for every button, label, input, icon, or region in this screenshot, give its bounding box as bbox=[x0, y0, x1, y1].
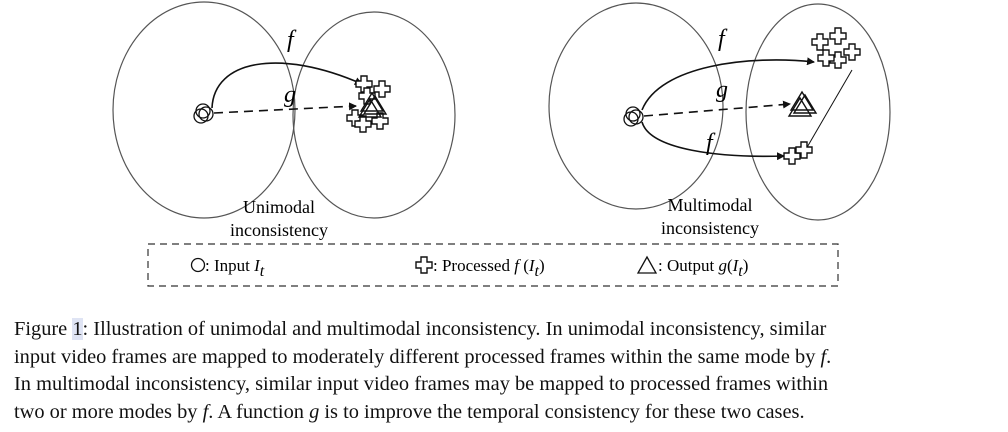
caption-line-2: input video frames are mapped to moderat… bbox=[14, 345, 832, 368]
f-label: f bbox=[287, 27, 297, 53]
multimodal-panel: f g f Multimodal inconsistency bbox=[548, 2, 891, 238]
mode-ellipse-output bbox=[292, 11, 456, 219]
legend-output: : Output g(It) bbox=[658, 256, 748, 280]
caption-line-4: two or more modes by f. A function g is … bbox=[14, 400, 805, 423]
caption-line-3: In multimodal inconsistency, similar inp… bbox=[14, 373, 829, 395]
g-label: g bbox=[284, 82, 296, 108]
figure-caption: Figure 1: Illustration of unimodal and m… bbox=[14, 316, 1006, 426]
panel-caption-line2: inconsistency bbox=[230, 220, 328, 240]
f-mapping-arrow-bottom bbox=[641, 121, 785, 161]
f-mapping-arrow-top bbox=[641, 57, 815, 111]
triangle-icon bbox=[636, 255, 658, 274]
g-label: g bbox=[716, 77, 728, 103]
g-mapping-arrow bbox=[213, 102, 357, 114]
processed-frames-mode-a bbox=[811, 27, 861, 69]
legend-processed: : Processed f (It) bbox=[433, 256, 545, 280]
f-label-top: f bbox=[718, 26, 728, 52]
unimodal-panel: f g Unimodal inconsistency bbox=[112, 1, 456, 240]
f-label-bottom: f bbox=[706, 130, 716, 156]
input-frames bbox=[623, 106, 644, 127]
panel-caption-line2: inconsistency bbox=[661, 218, 759, 238]
mode-ellipse-input bbox=[112, 1, 296, 219]
figure-number-link[interactable]: 1 bbox=[72, 318, 83, 340]
mode-ellipse-output bbox=[745, 3, 891, 221]
mode-ellipse-input bbox=[548, 2, 724, 210]
caption-line-1: Figure 1: Illustration of unimodal and m… bbox=[14, 318, 827, 340]
processed-frames bbox=[346, 75, 391, 133]
circle-icon bbox=[190, 257, 206, 273]
cross-icon bbox=[415, 256, 433, 274]
panel-caption-line1: Unimodal bbox=[243, 197, 315, 217]
g-mapping-arrow bbox=[643, 100, 791, 117]
mode-connector bbox=[801, 69, 853, 157]
f-mapping-arrow bbox=[211, 62, 363, 109]
output-frames bbox=[788, 91, 817, 117]
legend-input: : Input It bbox=[205, 256, 265, 280]
input-frames bbox=[193, 103, 214, 124]
legend-box: : Input It : Processed f (It) : Output g… bbox=[147, 243, 839, 287]
panel-caption-line1: Multimodal bbox=[668, 195, 753, 215]
figure-illustration: f g Unimodal inconsistency bbox=[112, 1, 891, 287]
